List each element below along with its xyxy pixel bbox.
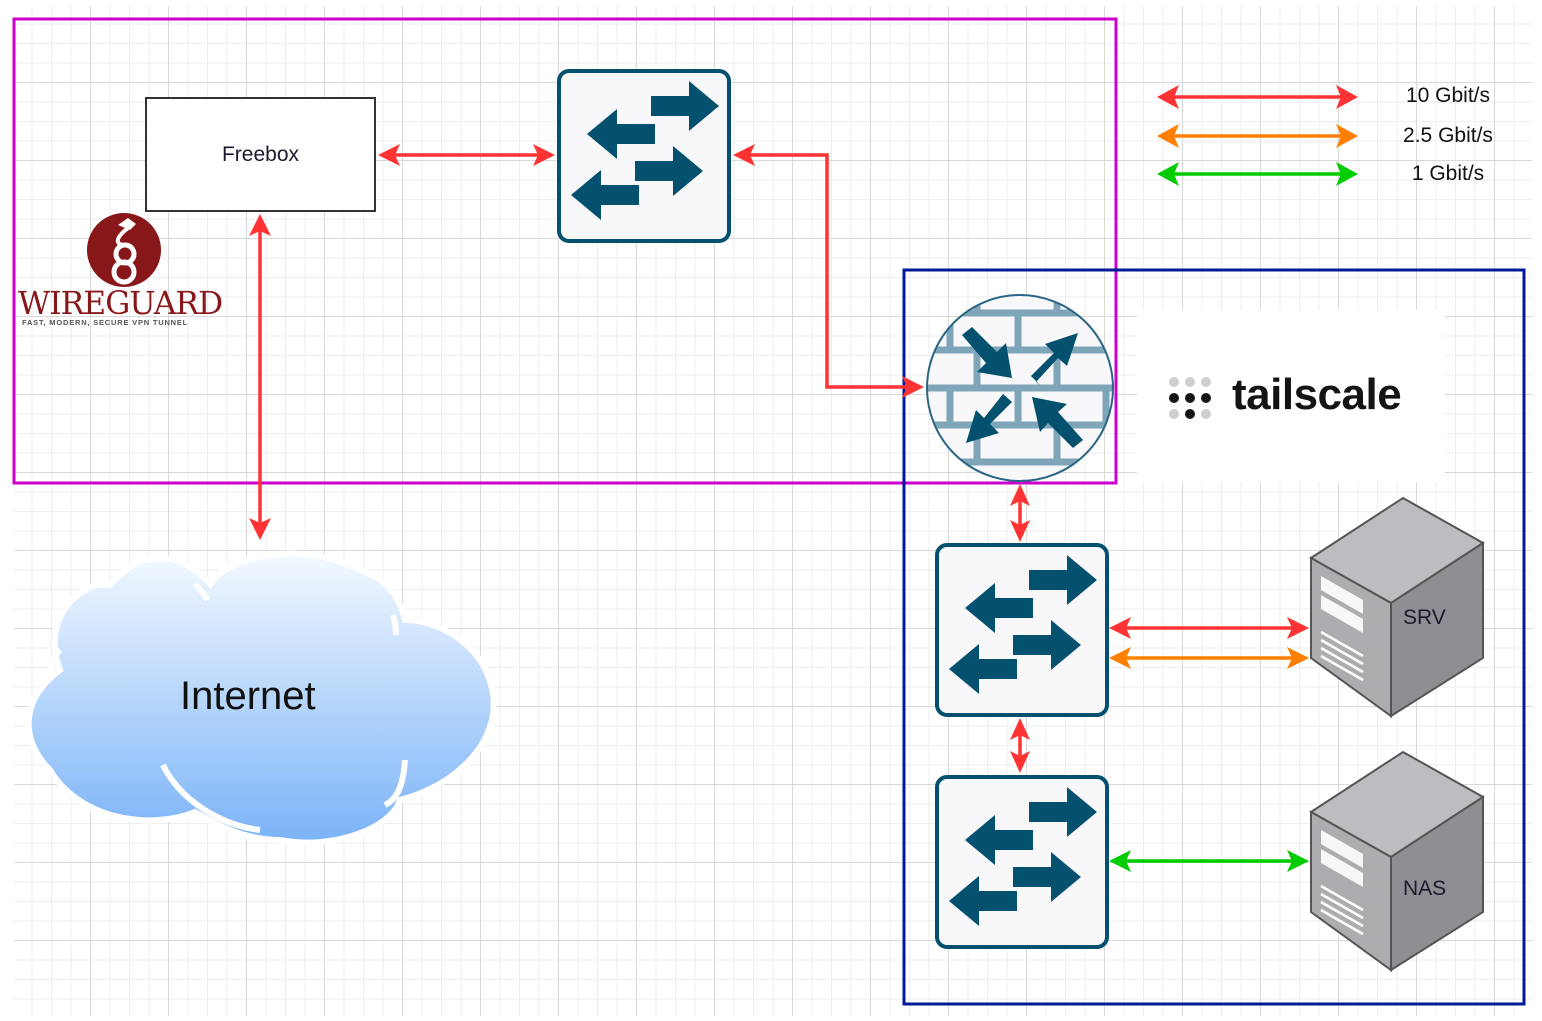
nas-label: NAS (1403, 877, 1447, 900)
legend-arrow-10g (1157, 85, 1358, 109)
legend-label-2g5: 2.5 Gbit/s (1403, 124, 1493, 147)
tailscale-dots-icon (1169, 377, 1211, 419)
tailscale-logo-card: tailscale (1137, 310, 1445, 482)
link-freebox-switch-top[interactable] (378, 144, 555, 166)
firewall[interactable] (920, 294, 1120, 482)
switch-middle[interactable] (935, 543, 1109, 717)
internet-label: Internet (180, 674, 316, 718)
wireguard-logo-icon (87, 213, 161, 287)
tailscale-wordmark: tailscale (1232, 370, 1402, 419)
server-nas[interactable] (1309, 750, 1485, 972)
link-switch-bottom-nas-1g[interactable] (1109, 850, 1309, 872)
links (249, 85, 1358, 872)
tailscale-zone-border[interactable] (902, 268, 1526, 1006)
link-freebox-internet[interactable] (249, 214, 271, 540)
link-switch-mid-srv-2g5[interactable] (1109, 647, 1309, 669)
link-switch-mid-srv-10g[interactable] (1109, 617, 1309, 639)
internet-cloud[interactable] (25, 550, 497, 846)
legend-arrow-2g5 (1157, 124, 1358, 148)
wireguard-wordmark: WIREGUARD (18, 284, 223, 322)
server-srv[interactable] (1309, 496, 1485, 718)
link-switch-top-firewall[interactable] (733, 144, 924, 398)
switch-bottom[interactable] (935, 775, 1109, 949)
link-switch-mid-switch-bottom[interactable] (1010, 718, 1030, 773)
legend-label-1g: 1 Gbit/s (1411, 162, 1485, 185)
link-firewall-switch-mid[interactable] (1010, 484, 1030, 542)
legend-arrow-1g (1157, 162, 1358, 186)
switch-top[interactable] (557, 69, 731, 243)
legend-label-10g: 10 Gbit/s (1405, 84, 1491, 107)
wireguard-zone-border[interactable] (12, 17, 1118, 485)
wireguard-tagline: FAST, MODERN, SECURE VPN TUNNEL (22, 318, 189, 327)
srv-label: SRV (1403, 606, 1446, 629)
freebox-label: Freebox (221, 142, 300, 166)
freebox-node[interactable]: Freebox (145, 97, 376, 212)
